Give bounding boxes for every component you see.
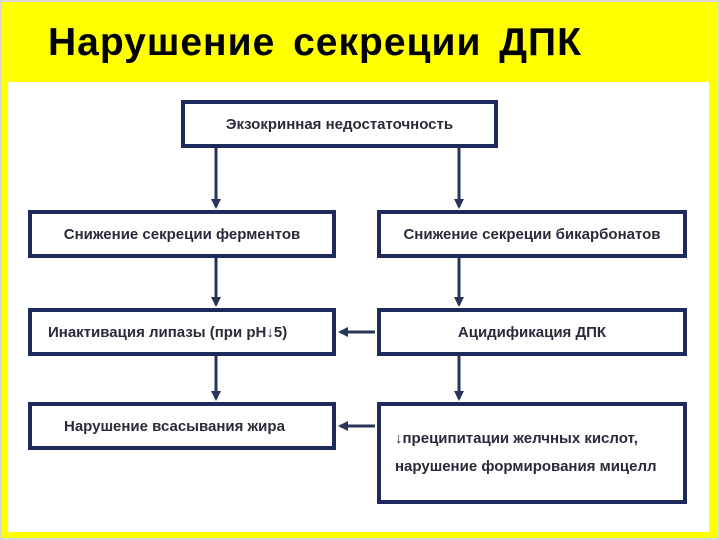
node-label-line1: ↓преципитации желчных кислот, bbox=[395, 430, 638, 447]
node-label: Снижение секреции ферментов bbox=[63, 225, 301, 243]
node-fat-absorption-disorder: Нарушение всасывания жира bbox=[28, 402, 336, 450]
node-exocrine-insufficiency: Экзокринная недостаточность bbox=[181, 100, 498, 148]
node-bile-acid-precipitation: ↓преципитации желчных кислот, нарушение … bbox=[377, 402, 687, 504]
node-label: Ацидификация ДПК bbox=[457, 323, 607, 341]
slide-title: Нарушение секреции ДПК bbox=[48, 21, 582, 64]
node-label: Экзокринная недостаточность bbox=[225, 115, 454, 133]
node-enzyme-secretion-decrease: Снижение секреции ферментов bbox=[28, 210, 336, 258]
node-label: Снижение секреции бикарбонатов bbox=[403, 225, 661, 243]
node-duodenum-acidification: Ацидификация ДПК bbox=[377, 308, 687, 356]
node-label: Нарушение всасывания жира bbox=[64, 417, 285, 435]
node-lipase-inactivation: Инактивация липазы (при рН↓5) bbox=[28, 308, 336, 356]
node-bicarbonate-secretion-decrease: Снижение секреции бикарбонатов bbox=[377, 210, 687, 258]
node-label-line2: нарушение формирования мицелл bbox=[395, 458, 657, 475]
node-label: Инактивация липазы (при рН↓5) bbox=[48, 323, 288, 341]
